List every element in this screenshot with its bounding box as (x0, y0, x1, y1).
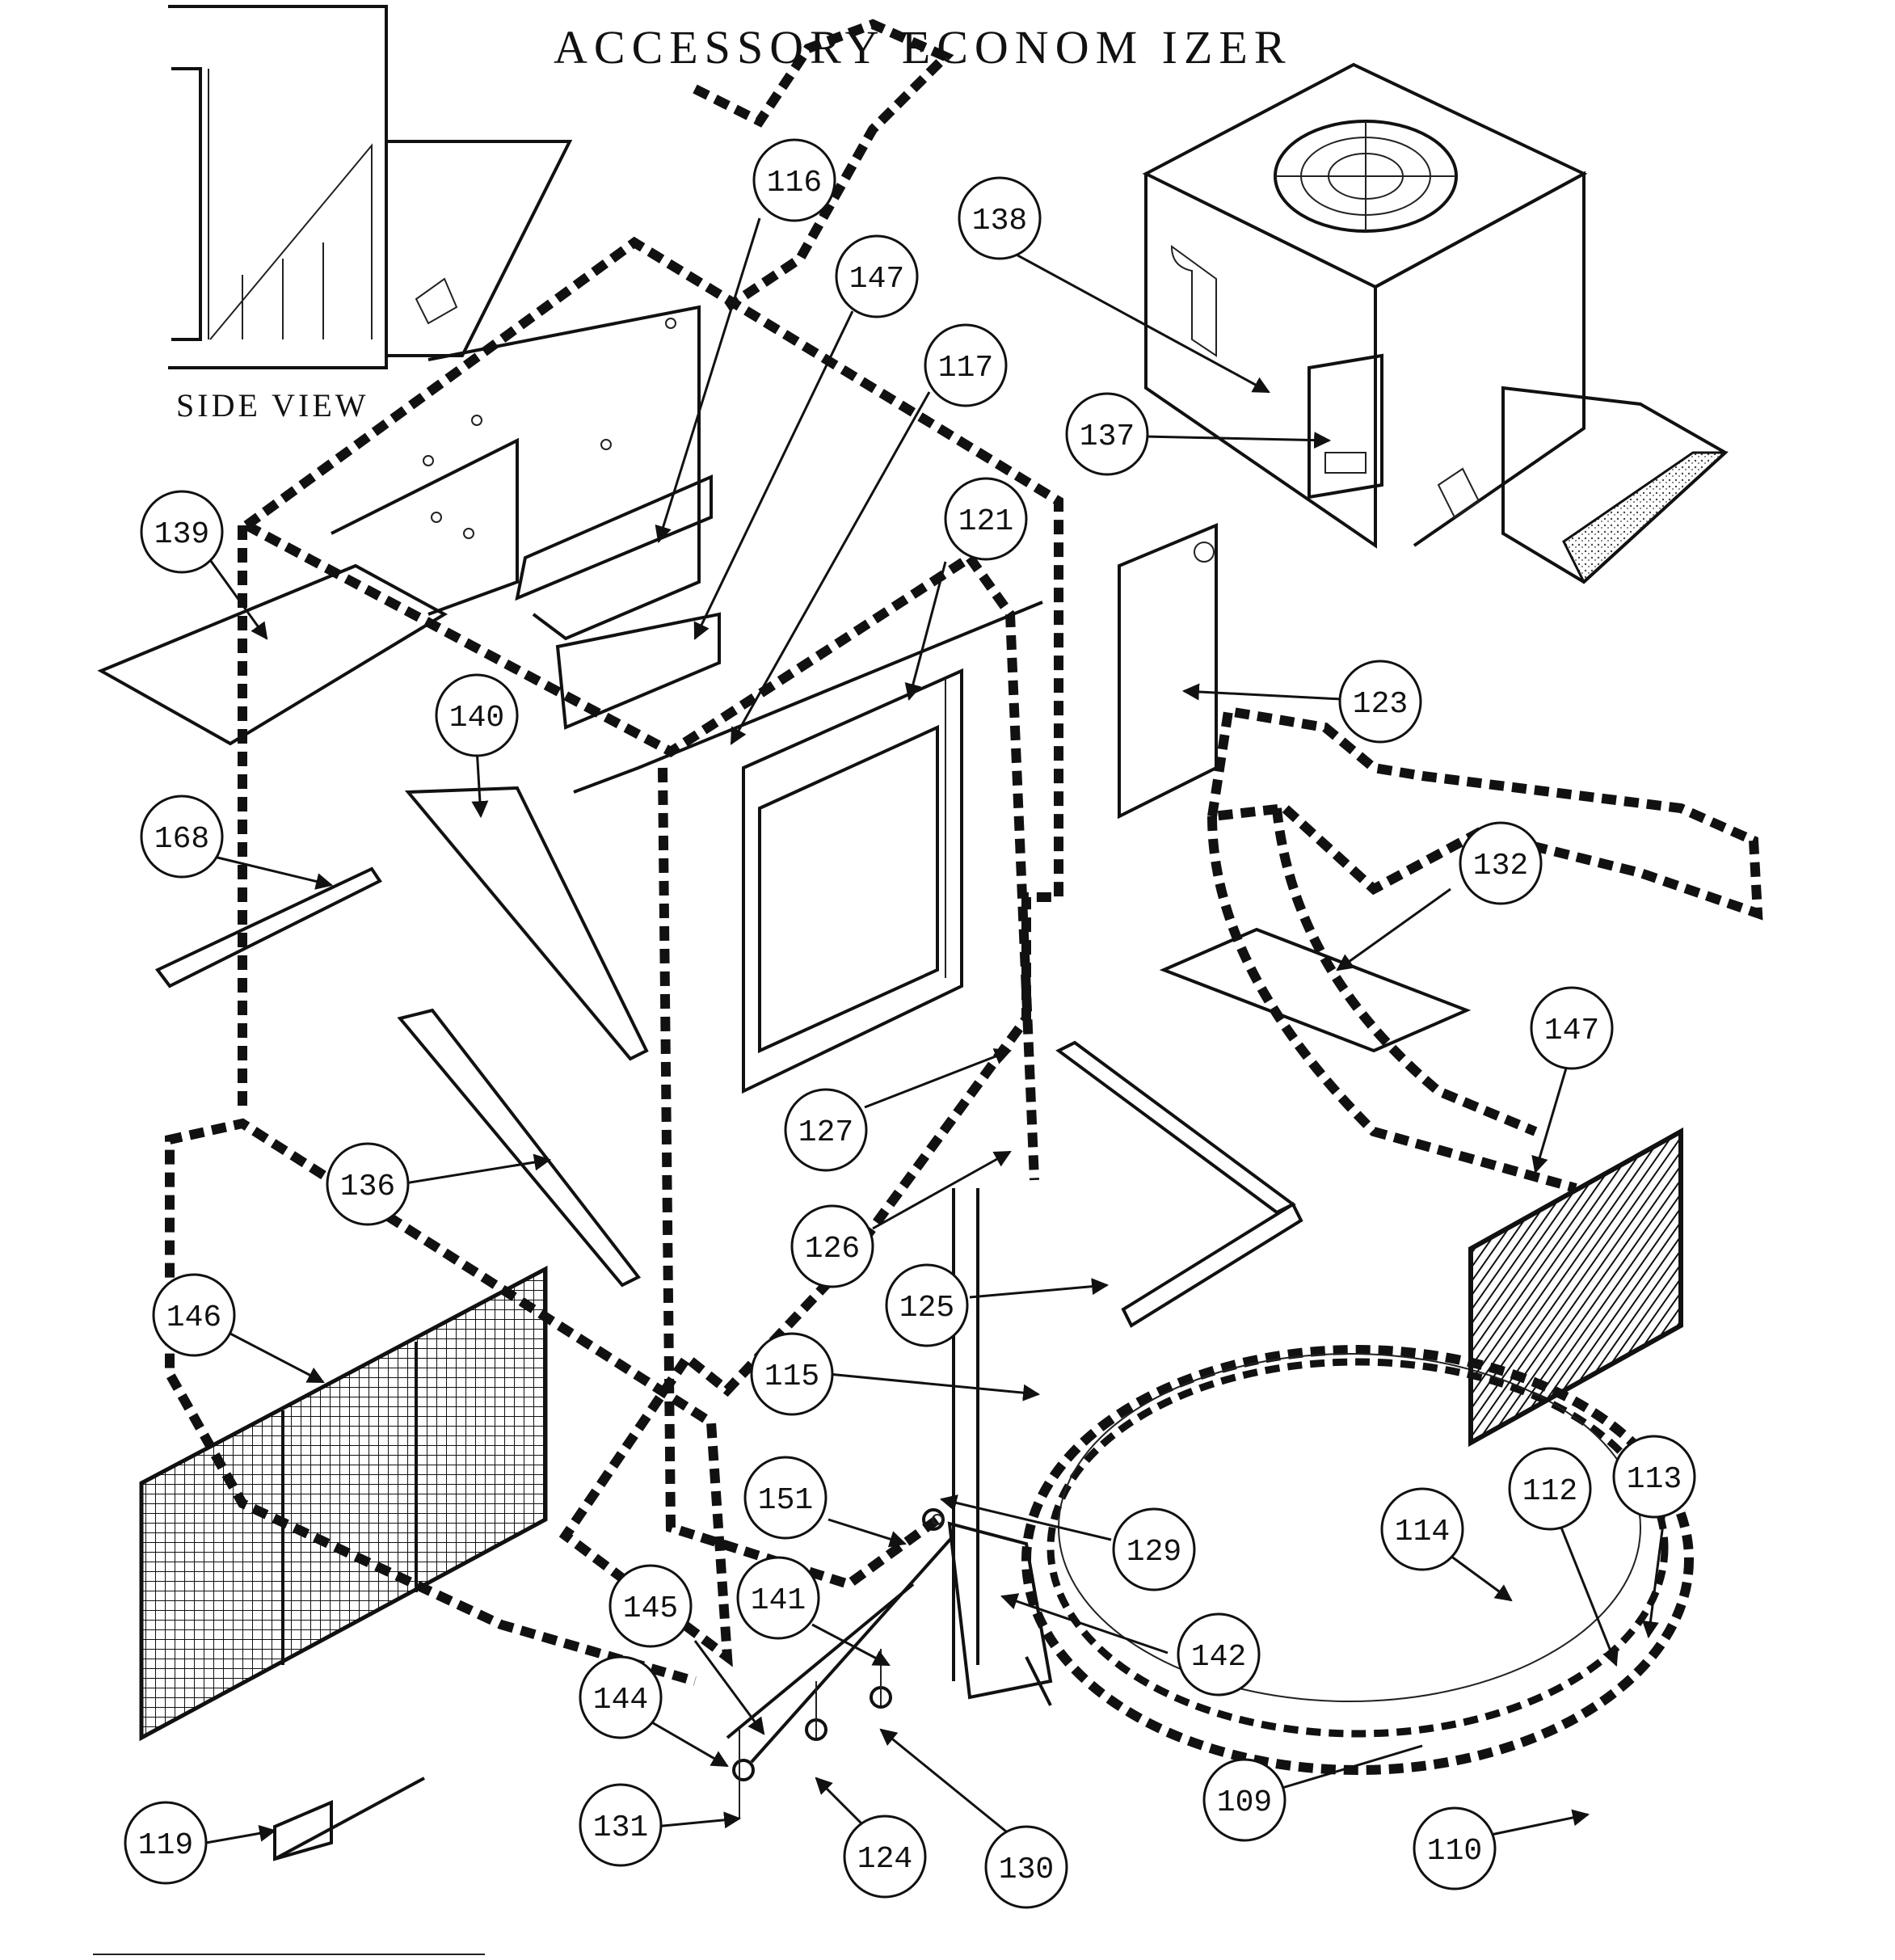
svg-text:140: 140 (449, 701, 504, 736)
callout-109: 109 (1202, 1758, 1286, 1842)
callout-141: 141 (736, 1556, 820, 1640)
callout-132: 132 (1459, 821, 1543, 905)
svg-text:114: 114 (1395, 1515, 1450, 1549)
callout-147-top: 147 (835, 234, 919, 318)
svg-text:141: 141 (751, 1583, 806, 1618)
svg-text:147: 147 (1544, 1014, 1599, 1048)
leader-lines (205, 217, 1666, 1848)
callout-130: 130 (984, 1825, 1068, 1909)
svg-text:119: 119 (138, 1828, 193, 1863)
callout-138: 138 (958, 176, 1042, 260)
callout-151: 151 (743, 1456, 827, 1540)
callout-168: 168 (140, 795, 224, 879)
callout-142: 142 (1177, 1612, 1261, 1697)
callout-137: 137 (1065, 392, 1149, 476)
callout-136: 136 (326, 1142, 410, 1226)
svg-text:125: 125 (899, 1291, 954, 1326)
filter-grids (139, 1127, 1683, 1742)
svg-text:136: 136 (340, 1170, 395, 1204)
panels (97, 523, 1472, 1861)
svg-text:145: 145 (623, 1591, 678, 1626)
svg-text:110: 110 (1427, 1834, 1482, 1869)
svg-text:168: 168 (154, 822, 209, 857)
callout-145: 145 (609, 1564, 693, 1648)
callout-113: 113 (1612, 1435, 1696, 1519)
callout-131: 131 (579, 1783, 663, 1867)
svg-text:142: 142 (1191, 1640, 1246, 1675)
callout-126: 126 (790, 1204, 874, 1288)
svg-text:123: 123 (1353, 687, 1408, 722)
callout-117: 117 (924, 323, 1008, 407)
svg-text:115: 115 (764, 1359, 819, 1394)
svg-text:137: 137 (1080, 419, 1135, 454)
callout-129: 129 (1112, 1507, 1196, 1591)
callout-144: 144 (579, 1655, 663, 1739)
svg-text:113: 113 (1627, 1462, 1682, 1497)
callout-124: 124 (843, 1815, 927, 1899)
side-view-label: SIDE VIEW (176, 387, 369, 424)
svg-text:144: 144 (593, 1683, 648, 1718)
svg-text:131: 131 (593, 1810, 648, 1845)
svg-text:124: 124 (857, 1842, 912, 1877)
actuator-linkage (726, 1188, 1053, 1819)
bottom-ring (1021, 1345, 1694, 1775)
callout-127: 127 (784, 1088, 868, 1172)
svg-text:139: 139 (154, 517, 209, 552)
svg-text:127: 127 (798, 1115, 853, 1150)
svg-text:138: 138 (972, 204, 1027, 238)
rooftop-unit (1142, 62, 1729, 584)
callout-121: 121 (944, 477, 1028, 561)
svg-text:109: 109 (1217, 1785, 1272, 1820)
duct-elbow (1206, 706, 1763, 1193)
callout-115: 115 (750, 1332, 834, 1416)
svg-text:112: 112 (1522, 1474, 1577, 1509)
svg-text:116: 116 (767, 166, 822, 200)
side-view-inset: SIDE VIEW (168, 5, 573, 424)
svg-text:129: 129 (1126, 1535, 1181, 1570)
damper-assembly (331, 305, 721, 730)
callout-139: 139 (140, 490, 224, 574)
callout-146: 146 (152, 1273, 236, 1357)
callout-147-right: 147 (1530, 986, 1614, 1070)
svg-text:121: 121 (958, 504, 1013, 539)
callout-116: 116 (752, 138, 836, 222)
callout-110: 110 (1413, 1806, 1497, 1890)
svg-text:130: 130 (999, 1853, 1054, 1887)
callout-140: 140 (435, 673, 519, 757)
svg-text:147: 147 (849, 262, 904, 297)
svg-text:146: 146 (166, 1300, 221, 1335)
callout-125: 125 (885, 1263, 969, 1347)
svg-text:132: 132 (1473, 849, 1528, 883)
svg-text:126: 126 (805, 1232, 860, 1267)
svg-text:117: 117 (938, 351, 993, 386)
svg-text:151: 151 (758, 1483, 813, 1518)
callout-112: 112 (1508, 1447, 1592, 1531)
callout-123: 123 (1338, 660, 1422, 744)
callout-114: 114 (1380, 1487, 1464, 1571)
callout-119: 119 (124, 1801, 208, 1885)
